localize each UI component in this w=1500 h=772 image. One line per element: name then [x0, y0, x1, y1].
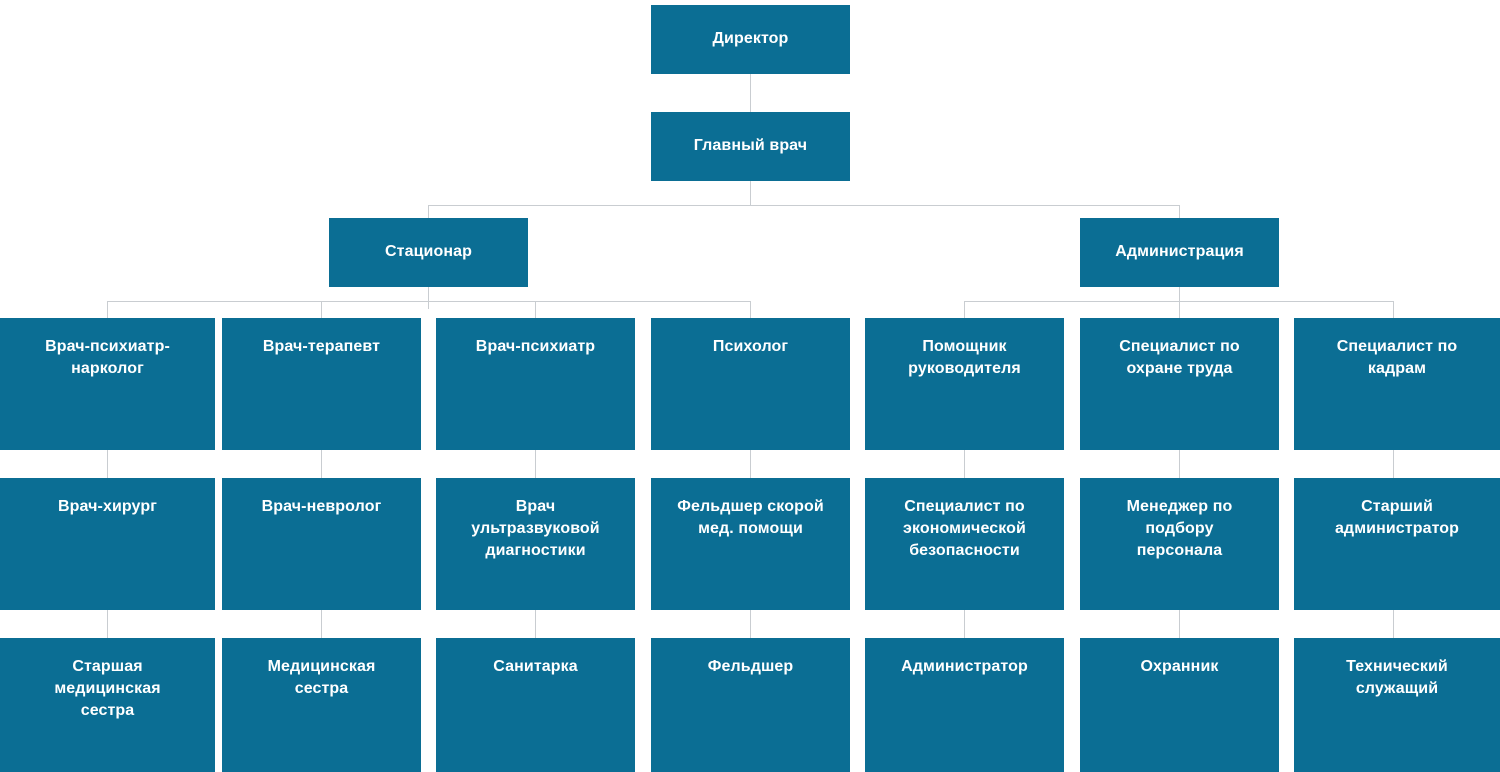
node-psychiatrist-narcologist[interactable]: Врач-психиатр- нарколог — [0, 318, 215, 450]
node-assistant-manager-label: Помощник руководителя — [908, 338, 1021, 378]
connector-administration-drop-3 — [1393, 301, 1394, 318]
node-paramedic[interactable]: Фельдшер — [651, 638, 850, 772]
node-neurologist-label: Врач-невролог — [261, 498, 382, 515]
node-inpatient-label: Стационар — [385, 243, 472, 261]
node-director[interactable]: Директор — [651, 5, 850, 74]
connector-chief-bus — [428, 205, 1180, 206]
connector-inpatient-drop-3 — [535, 301, 536, 318]
connector-inpatient-drop-2 — [321, 301, 322, 318]
node-senior-nurse[interactable]: Старшая медицинская сестра — [0, 638, 215, 772]
connector-row4-row5-col2 — [321, 610, 322, 638]
connector-inpatient-drop-4 — [750, 301, 751, 318]
node-therapist-label: Врач-терапевт — [262, 338, 381, 355]
node-administrator[interactable]: Администратор — [865, 638, 1064, 772]
connector-bus-to-inpatient — [428, 205, 429, 219]
connector-row4-row5-col6 — [1179, 610, 1180, 638]
node-hr-specialist[interactable]: Специалист по кадрам — [1294, 318, 1500, 450]
connector-administration-drop-2 — [1179, 301, 1180, 318]
node-ultrasound-doctor-label: Врач ультразвуковой диагностики — [471, 498, 600, 560]
node-neurologist[interactable]: Врач-невролог — [222, 478, 421, 610]
node-administration[interactable]: Администрация — [1080, 218, 1279, 287]
connector-row4-row5-col3 — [535, 610, 536, 638]
node-ultrasound-doctor[interactable]: Врач ультразвуковой диагностики — [436, 478, 635, 610]
node-psychiatrist-narcologist-label: Врач-психиатр- нарколог — [45, 338, 170, 378]
node-orderly[interactable]: Санитарка — [436, 638, 635, 772]
connector-chief-stem — [750, 181, 751, 205]
node-nurse[interactable]: Медицинская сестра — [222, 638, 421, 772]
node-recruitment-manager[interactable]: Менеджер по подбору персонала — [1080, 478, 1279, 610]
node-technical-staff[interactable]: Технический служащий — [1294, 638, 1500, 772]
connector-director-to-chief — [750, 74, 751, 112]
node-labor-safety-specialist-label: Специалист по охране труда — [1119, 338, 1240, 378]
connector-administration-stem — [1179, 287, 1180, 309]
node-director-label: Директор — [712, 30, 789, 48]
node-surgeon-label: Врач-хирург — [58, 498, 157, 515]
connector-inpatient-drop-1 — [107, 301, 108, 318]
node-assistant-manager[interactable]: Помощник руководителя — [865, 318, 1064, 450]
node-chief-doctor-label: Главный врач — [693, 137, 808, 155]
connector-row4-row5-col4 — [750, 610, 751, 638]
node-economic-security-specialist[interactable]: Специалист по экономической безопасности — [865, 478, 1064, 610]
connector-row4-row5-col7 — [1393, 610, 1394, 638]
node-chief-doctor[interactable]: Главный врач — [651, 112, 850, 181]
node-ambulance-paramedic-label: Фельдшер скорой мед. помощи — [677, 498, 824, 538]
node-security-guard[interactable]: Охранник — [1080, 638, 1279, 772]
connector-row3-row4-col2 — [321, 450, 322, 478]
connector-row3-row4-col5 — [964, 450, 965, 478]
connector-inpatient-bus — [107, 301, 751, 302]
node-therapist[interactable]: Врач-терапевт — [222, 318, 421, 450]
connector-row3-row4-col1 — [107, 450, 108, 478]
node-ambulance-paramedic[interactable]: Фельдшер скорой мед. помощи — [651, 478, 850, 610]
connector-inpatient-stem — [428, 287, 429, 309]
node-security-guard-label: Охранник — [1140, 658, 1219, 675]
node-senior-administrator[interactable]: Старший администратор — [1294, 478, 1500, 610]
connector-row3-row4-col3 — [535, 450, 536, 478]
connector-row3-row4-col6 — [1179, 450, 1180, 478]
node-psychologist-label: Психолог — [712, 338, 789, 355]
connector-row4-row5-col5 — [964, 610, 965, 638]
node-psychiatrist[interactable]: Врач-психиатр — [436, 318, 635, 450]
node-psychologist[interactable]: Психолог — [651, 318, 850, 450]
node-inpatient[interactable]: Стационар — [329, 218, 528, 287]
node-psychiatrist-label: Врач-психиатр — [475, 338, 596, 355]
node-paramedic-label: Фельдшер — [707, 658, 794, 675]
connector-administration-drop-1 — [964, 301, 965, 318]
node-surgeon[interactable]: Врач-хирург — [0, 478, 215, 610]
node-labor-safety-specialist[interactable]: Специалист по охране труда — [1080, 318, 1279, 450]
node-hr-specialist-label: Специалист по кадрам — [1336, 338, 1458, 378]
node-senior-nurse-label: Старшая медицинская сестра — [54, 658, 161, 720]
node-administrator-label: Администратор — [901, 658, 1028, 675]
node-technical-staff-label: Технический служащий — [1346, 658, 1448, 698]
node-economic-security-specialist-label: Специалист по экономической безопасности — [903, 498, 1026, 560]
node-administration-label: Администрация — [1115, 243, 1244, 261]
connector-row4-row5-col1 — [107, 610, 108, 638]
node-nurse-label: Медицинская сестра — [267, 658, 376, 698]
node-orderly-label: Санитарка — [493, 658, 578, 675]
connector-bus-to-administration — [1179, 205, 1180, 219]
node-recruitment-manager-label: Менеджер по подбору персонала — [1126, 498, 1233, 560]
connector-row3-row4-col4 — [750, 450, 751, 478]
node-senior-administrator-label: Старший администратор — [1334, 498, 1460, 538]
connector-row3-row4-col7 — [1393, 450, 1394, 478]
